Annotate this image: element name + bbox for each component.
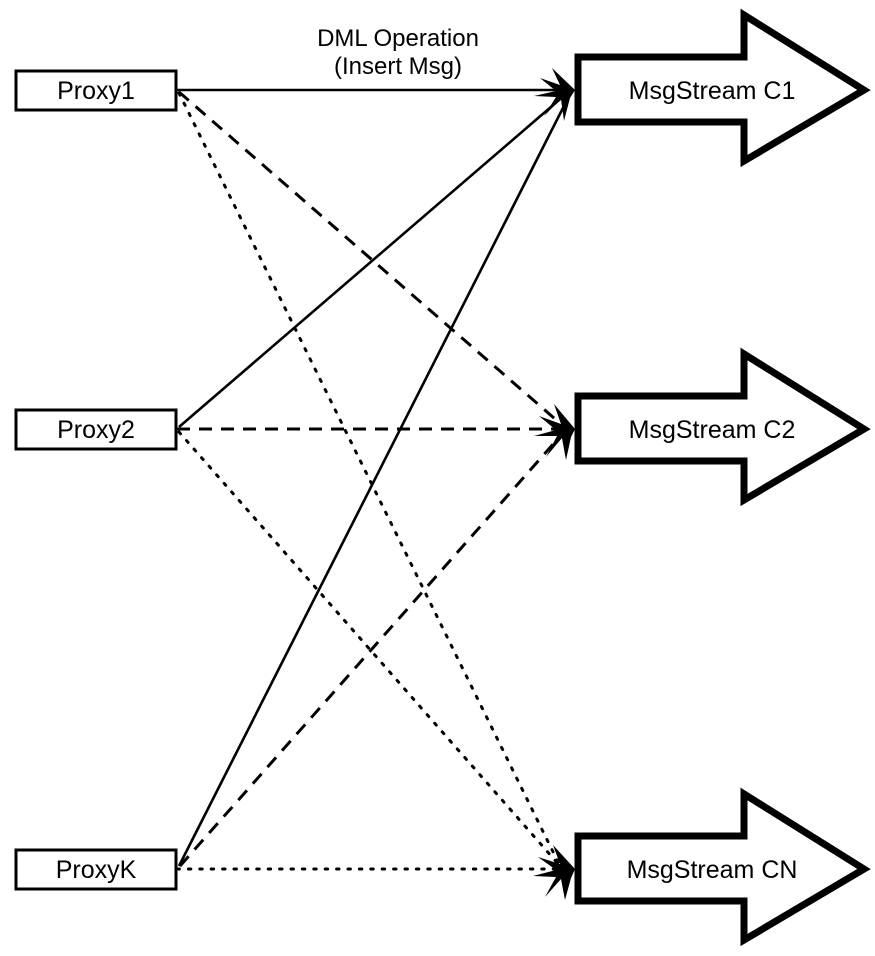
arrowhead-cn [533, 845, 575, 900]
cn-block-arrow-shape[interactable] [574, 787, 871, 947]
edge-proxyk-to-c2 [178, 432, 565, 867]
stream-node-c1[interactable]: MsgStream C1 [574, 8, 871, 168]
c1-block-arrow-shape[interactable] [574, 8, 871, 168]
edge-group-proxy1 [177, 88, 566, 868]
c2-label: MsgStream C2 [629, 416, 796, 444]
proxy2-box[interactable] [14, 408, 178, 451]
edge-proxy2-to-cn [177, 430, 562, 868]
proxy1-label: Proxy1 [57, 77, 135, 105]
edge-label-line1: DML Operation [317, 25, 479, 52]
edge-proxyk-to-c1 [177, 95, 571, 867]
edge-label-dml-operation: DML Operation (Insert Msg) [317, 25, 479, 80]
arrowhead-c2 [534, 404, 575, 460]
edge-proxy1-to-cn [177, 91, 562, 868]
proxy1-box[interactable] [14, 69, 178, 112]
proxy-node-proxyk[interactable]: ProxyK [14, 848, 178, 891]
edge-proxy2-to-c1 [178, 93, 567, 428]
cn-label: MsgStream CN [627, 856, 798, 884]
edge-proxy1-to-c2 [178, 90, 563, 427]
c2-block-arrow-shape[interactable] [574, 347, 871, 507]
stream-node-cn[interactable]: MsgStream CN [574, 787, 871, 947]
proxy2-label: Proxy2 [57, 416, 135, 444]
proxyk-label: ProxyK [56, 856, 137, 884]
stream-node-c2[interactable]: MsgStream C2 [574, 347, 871, 507]
proxy-node-proxy1[interactable]: Proxy1 [14, 69, 178, 112]
arrowhead-c1 [534, 68, 575, 121]
edge-group-proxyk [175, 95, 571, 871]
proxy-node-proxy2[interactable]: Proxy2 [14, 408, 178, 451]
edge-label-line2: (Insert Msg) [334, 53, 462, 80]
proxyk-box[interactable] [14, 848, 178, 891]
c1-label: MsgStream C1 [629, 77, 796, 105]
edge-group-proxy2 [177, 93, 567, 868]
